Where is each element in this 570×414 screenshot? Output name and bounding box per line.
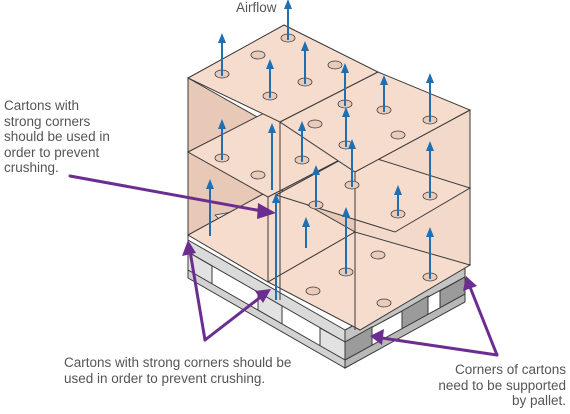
airflow-arrows [206, 0, 434, 300]
callout-arrow-icon [203, 294, 264, 342]
left-callout-line: order to prevent [4, 144, 100, 160]
callout-arrows [68, 174, 499, 357]
callout-arrow-icon [370, 329, 384, 345]
right-callout-line: by pallet. [511, 393, 566, 408]
bottom-callout-line: used in order to prevent crushing. [64, 370, 266, 386]
callout-arrow-icon [188, 249, 207, 342]
right-callout-line: Corners of cartons [454, 362, 566, 377]
left-callout-line: crushing. [4, 160, 59, 175]
airflow-label-text: Airflow [236, 0, 277, 15]
bottom-callout-line: Cartons with strong corners should be [64, 355, 292, 370]
left-callout-line: should be used in [4, 129, 110, 144]
callout-arrow-icon [255, 289, 271, 303]
callout-arrow-icon [380, 336, 499, 357]
callout-arrow-icon [257, 203, 276, 219]
carton-stack [186, 24, 472, 331]
right-callout-label: Corners of cartons need to be supported … [438, 362, 566, 409]
vent-holes [214, 33, 438, 308]
bottom-callout-label: Cartons with strong corners should be us… [64, 355, 291, 386]
pallet-runner [344, 293, 466, 369]
callout-arrow-icon [463, 276, 477, 291]
callout-arrow-icon [68, 174, 264, 213]
right-callout-line: need to be supported [438, 377, 566, 393]
carton-corner-edges [187, 78, 471, 330]
callout-arrow-icon [182, 240, 196, 256]
left-callout-line: strong corners [4, 113, 91, 129]
left-callout-label: Cartons with strong corners should be us… [4, 98, 110, 176]
callout-arrow-icon [468, 285, 499, 357]
airflow-label: Airflow [236, 0, 277, 16]
left-callout-line: Cartons with [4, 98, 80, 113]
